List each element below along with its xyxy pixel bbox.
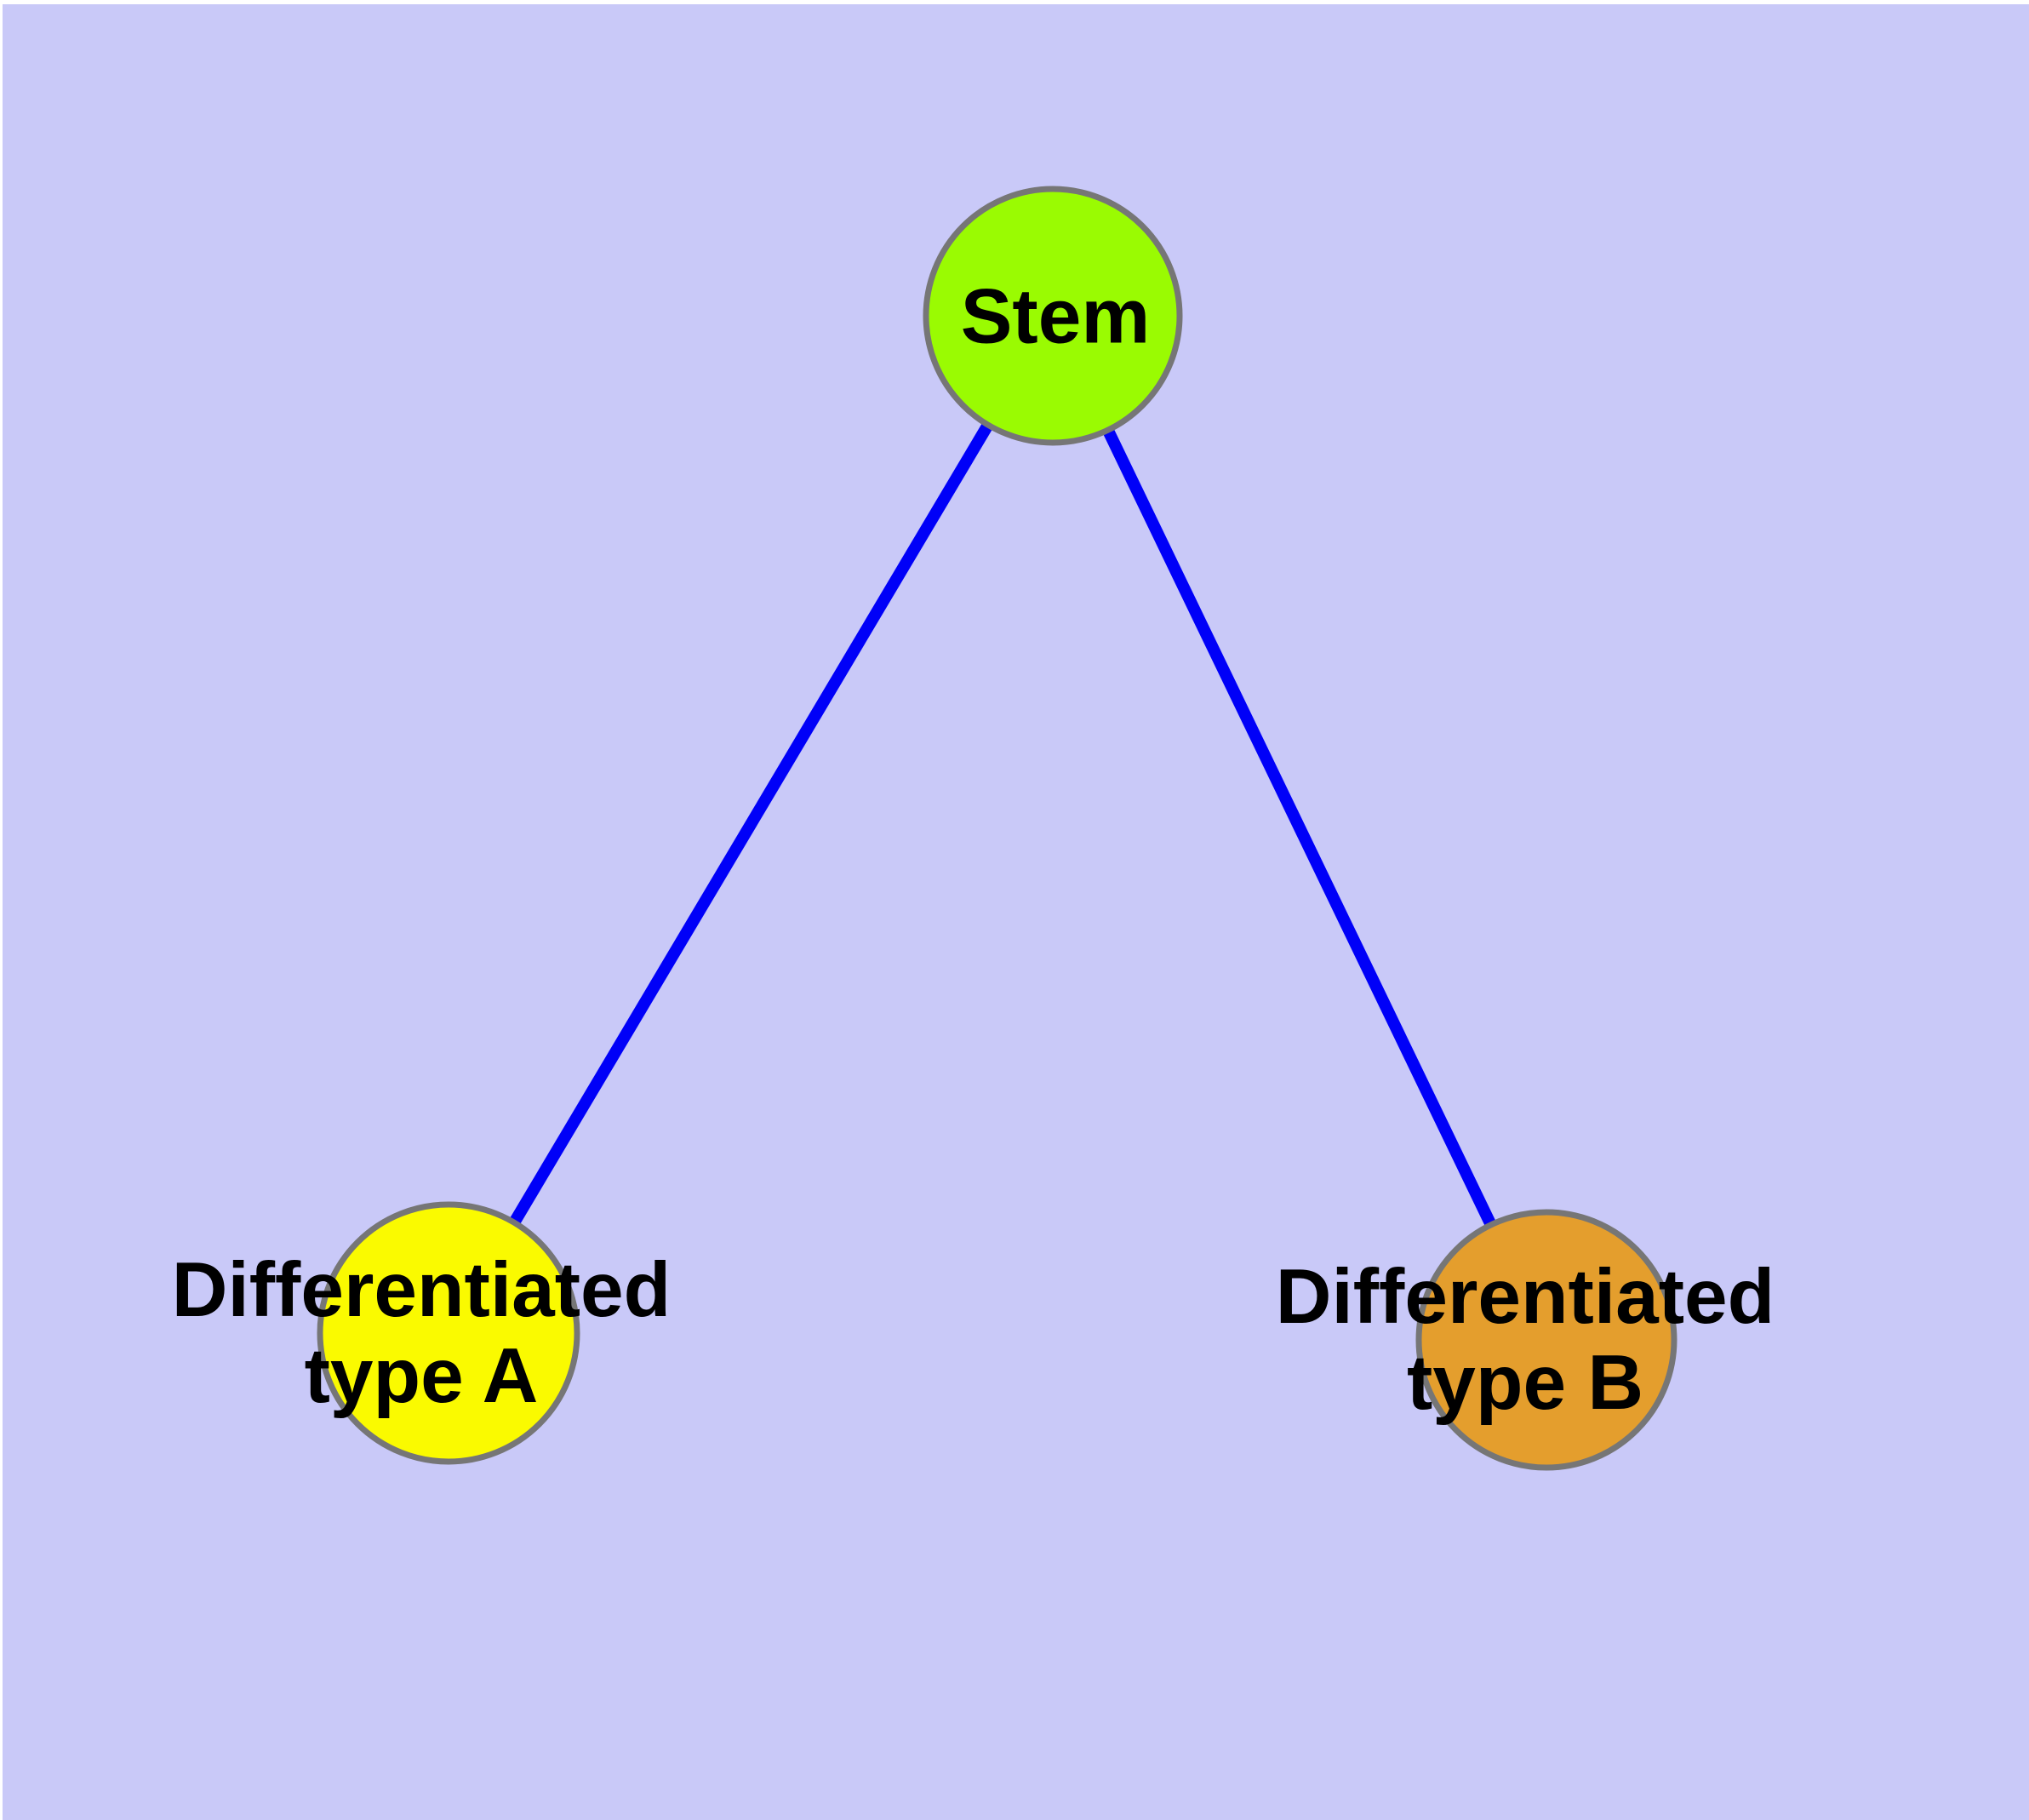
edge-stem-to-type-b — [1047, 312, 1552, 1343]
node-stem — [923, 186, 1183, 446]
edge-stem-to-type-a — [443, 312, 1059, 1336]
node-differentiated-type-a — [317, 1201, 580, 1465]
node-differentiated-type-b — [1415, 1209, 1677, 1471]
